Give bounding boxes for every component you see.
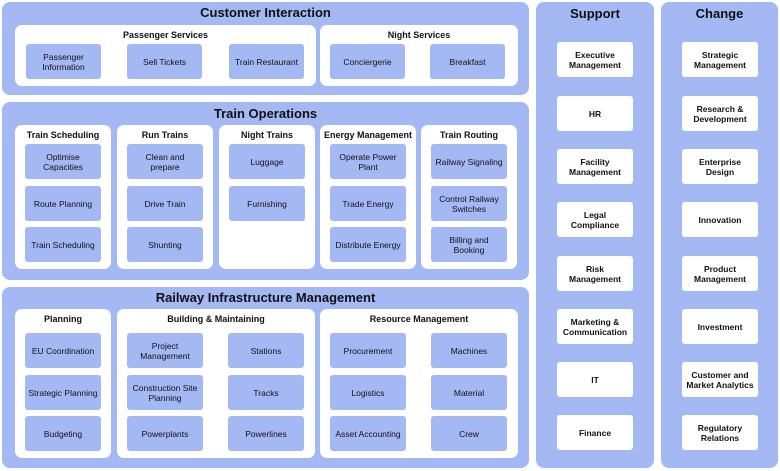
legal-compliance-box[interactable]: Legal Compliance (557, 202, 633, 237)
train-operations-title: Train Operations (213, 106, 318, 121)
machines-box[interactable]: Machines (431, 333, 507, 368)
construction-site-planning-box[interactable]: Construction Site Planning (127, 375, 203, 410)
resource-management-group: Resource Management Procurement Machines… (320, 309, 518, 458)
facility-management-box[interactable]: Facility Management (557, 149, 633, 184)
energy-management-title: Energy Management (323, 130, 413, 140)
asset-accounting-box[interactable]: Asset Accounting (330, 416, 406, 451)
night-services-group: Night Services Conciergerie Breakfast (320, 25, 518, 86)
customer-interaction-title: Customer Interaction (200, 5, 331, 20)
building-maintaining-title: Building & Maintaining (167, 314, 265, 324)
run-trains-title: Run Trains (141, 130, 189, 140)
train-restaurant-box[interactable]: Train Restaurant (229, 44, 304, 79)
conciergerie-box[interactable]: Conciergerie (330, 44, 405, 79)
support-title: Support (570, 6, 620, 21)
passenger-information-box[interactable]: Passenger Information (26, 44, 101, 79)
tracks-box[interactable]: Tracks (228, 375, 304, 410)
night-trains-title: Night Trains (240, 130, 293, 140)
powerlines-box[interactable]: Powerlines (228, 416, 304, 451)
railway-signaling-box[interactable]: Railway Signaling (431, 144, 507, 179)
powerplants-box[interactable]: Powerplants (127, 416, 203, 451)
finance-box[interactable]: Finance (557, 415, 633, 450)
stations-box[interactable]: Stations (228, 333, 304, 368)
planning-group: Planning EU Coordination Strategic Plann… (15, 309, 111, 458)
night-services-title: Night Services (387, 30, 451, 40)
investment-box[interactable]: Investment (682, 309, 758, 344)
furnishing-box[interactable]: Furnishing (229, 186, 305, 221)
budgeting-box[interactable]: Budgeting (25, 416, 101, 451)
eu-coordination-box[interactable]: EU Coordination (25, 333, 101, 368)
infrastructure-panel: Railway Infrastructure Management Planni… (2, 287, 529, 468)
strategic-management-box[interactable]: Strategic Management (682, 42, 758, 77)
sell-tickets-box[interactable]: Sell Tickets (127, 44, 202, 79)
logistics-box[interactable]: Logistics (330, 375, 406, 410)
operate-power-plant-box[interactable]: Operate Power Plant (330, 144, 406, 179)
breakfast-box[interactable]: Breakfast (430, 44, 505, 79)
clean-and-prepare-box[interactable]: Clean and prepare (127, 144, 203, 179)
drive-train-box[interactable]: Drive Train (127, 186, 203, 221)
building-maintaining-group: Building & Maintaining Project Managemen… (117, 309, 315, 458)
customer-market-analytics-box[interactable]: Customer and Market Analytics (682, 362, 758, 397)
train-operations-panel: Train Operations Train Scheduling Optimi… (2, 102, 529, 280)
shunting-box[interactable]: Shunting (127, 227, 203, 262)
train-routing-group: Train Routing Railway Signaling Control … (421, 125, 517, 269)
passenger-services-title: Passenger Services (122, 30, 209, 40)
route-planning-box[interactable]: Route Planning (25, 186, 101, 221)
executive-management-box[interactable]: Executive Management (557, 42, 633, 77)
train-routing-title: Train Routing (440, 130, 498, 140)
distribute-energy-box[interactable]: Distribute Energy (330, 227, 406, 262)
project-management-box[interactable]: Project Management (127, 333, 203, 368)
innovation-box[interactable]: Innovation (682, 202, 758, 237)
planning-title: Planning (44, 314, 82, 324)
night-trains-group: Night Trains Luggage Furnishing (219, 125, 315, 269)
train-scheduling-title: Train Scheduling (26, 130, 100, 140)
support-panel: Support Executive Management HR Facility… (536, 2, 654, 468)
change-title: Change (695, 6, 744, 21)
passenger-services-group: Passenger Services Passenger Information… (15, 25, 316, 86)
crew-box[interactable]: Crew (431, 416, 507, 451)
run-trains-group: Run Trains Clean and prepare Drive Train… (117, 125, 213, 269)
product-management-box[interactable]: Product Management (682, 256, 758, 291)
train-scheduling-box[interactable]: Train Scheduling (25, 227, 101, 262)
billing-and-booking-box[interactable]: Billing and Booking (431, 227, 507, 262)
material-box[interactable]: Material (431, 375, 507, 410)
train-scheduling-group: Train Scheduling Optimise Capacities Rou… (15, 125, 111, 269)
control-railway-switches-box[interactable]: Control Railway Switches (431, 186, 507, 221)
energy-management-group: Energy Management Operate Power Plant Tr… (320, 125, 416, 269)
it-box[interactable]: IT (557, 362, 633, 397)
optimise-capacities-box[interactable]: Optimise Capacities (25, 144, 101, 179)
customer-interaction-panel: Customer Interaction Passenger Services … (2, 2, 529, 95)
risk-management-box[interactable]: Risk Management (557, 256, 633, 291)
hr-box[interactable]: HR (557, 96, 633, 131)
resource-management-title: Resource Management (369, 314, 469, 324)
strategic-planning-box[interactable]: Strategic Planning (25, 375, 101, 410)
procurement-box[interactable]: Procurement (330, 333, 406, 368)
trade-energy-box[interactable]: Trade Energy (330, 186, 406, 221)
regulatory-relations-box[interactable]: Regulatory Relations (682, 415, 758, 450)
marketing-communication-box[interactable]: Marketing & Communication (557, 309, 633, 344)
research-development-box[interactable]: Research & Development (682, 96, 758, 131)
infrastructure-title: Railway Infrastructure Management (155, 290, 376, 305)
luggage-box[interactable]: Luggage (229, 144, 305, 179)
change-panel: Change Strategic Management Research & D… (661, 2, 778, 468)
enterprise-design-box[interactable]: Enterprise Design (682, 149, 758, 184)
